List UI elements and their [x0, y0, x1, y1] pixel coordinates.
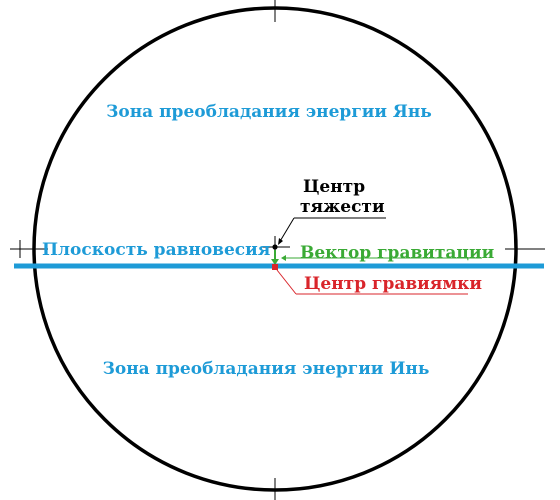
gravity-vector-label: Вектор гравитации [300, 243, 495, 263]
yin-zone-label: Зона преобладания энергии Инь [103, 359, 430, 379]
equilibrium-plane-label: Плоскость равновесия [42, 240, 270, 260]
gravity-vector-leader-head [281, 255, 286, 261]
center-of-mass-label-1: Центр [303, 177, 365, 197]
center-of-mass-label-2: тяжести [300, 197, 385, 217]
gravimass-center-dot [272, 264, 278, 270]
gravimass-center-label: Центр гравиямки [304, 274, 482, 294]
center-of-mass-leader [278, 217, 295, 244]
gravimass-center-leader [276, 269, 297, 295]
yang-zone-label: Зона преобладания энергии Янь [106, 102, 432, 122]
center-of-mass-dot [272, 244, 278, 250]
center-of-mass-arrowhead [278, 238, 283, 245]
gravity-vector-arrowhead [271, 259, 279, 265]
